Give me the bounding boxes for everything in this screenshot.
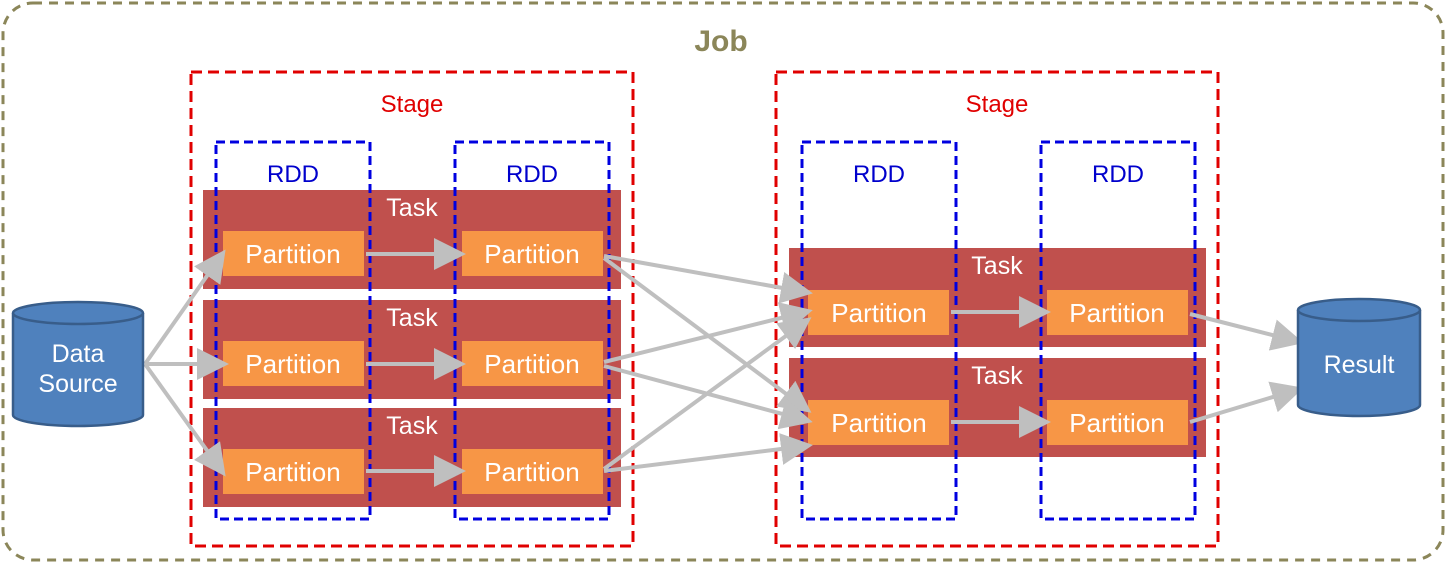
arrow-source-to-partition-1 (143, 249, 226, 366)
rdd-4-border (1039, 140, 1197, 521)
partition-label: Partition (831, 408, 926, 438)
rdd-1-border (214, 140, 372, 521)
arrow-shuffle-3b (603, 433, 813, 473)
data-source-label-line-1: Data (52, 340, 105, 368)
stage-1-task-1-label: Task (386, 194, 438, 222)
job-title: Job (694, 25, 747, 58)
arrow-shuffle-1b (602, 256, 812, 413)
partition-label: Partition (831, 298, 926, 328)
stage-2-rdd-4-partition-2: Partition (1047, 400, 1188, 445)
arrow-shuffle-2a (603, 302, 813, 364)
stage-2-rdd-4-partition-1: Partition (1047, 290, 1188, 335)
data-source-label-line-2: Source (38, 370, 117, 398)
partition-label: Partition (245, 239, 340, 269)
stage-1-rdd-1-partition-1: Partition (223, 231, 364, 276)
result-cylinder: Result (1296, 297, 1422, 418)
arrow-to-result-1 (1189, 312, 1304, 351)
partition-label: Partition (1069, 408, 1164, 438)
rdd-3-label: RDD (853, 161, 905, 188)
partition-label: Partition (1069, 298, 1164, 328)
arrows (143, 238, 1304, 487)
stage-1-title: Stage (381, 91, 444, 118)
stage-1-border (189, 70, 635, 548)
stage-2-border (774, 70, 1220, 548)
stage-1-task-2-label: Task (386, 304, 438, 332)
rdd-2-label: RDD (506, 161, 558, 188)
stage-2-task-2-label: Task (971, 362, 1023, 390)
partition-label: Partition (484, 457, 579, 487)
stage-2-rdd-3-partition-2: Partition (808, 400, 949, 445)
arrow-to-result-2 (1189, 381, 1304, 424)
partition-label: Partition (484, 349, 579, 379)
stage-1-rdd-2-partition-3: Partition (462, 449, 603, 494)
rdd-2-border (453, 140, 611, 521)
arrow-shuffle-1a (603, 254, 813, 304)
stage-2-rdd-3-partition-1: Partition (808, 290, 949, 335)
data-source-cylinder: Data Source (11, 300, 145, 428)
stage-2-task-1-label: Task (971, 252, 1023, 280)
stage-1-rdd-2-partition-2: Partition (462, 341, 603, 386)
partition-label: Partition (484, 239, 579, 269)
partition-label: Partition (245, 349, 340, 379)
rdd-4-label: RDD (1092, 161, 1144, 188)
arrow-shuffle-3a (602, 317, 812, 471)
stage-2-title: Stage (966, 91, 1029, 118)
stage-1-rdd-1-partition-3: Partition (223, 449, 364, 494)
stage-1-rdd-1-partition-2: Partition (223, 341, 364, 386)
arrow-source-to-partition-3 (143, 362, 226, 477)
rdd-1-label: RDD (267, 161, 319, 188)
stage-1-task-3-label: Task (386, 412, 438, 440)
partition-label: Partition (245, 457, 340, 487)
result-label: Result (1324, 351, 1395, 379)
stage-1-rdd-2-partition-1: Partition (462, 231, 603, 276)
arrow-shuffle-2b (603, 364, 813, 430)
